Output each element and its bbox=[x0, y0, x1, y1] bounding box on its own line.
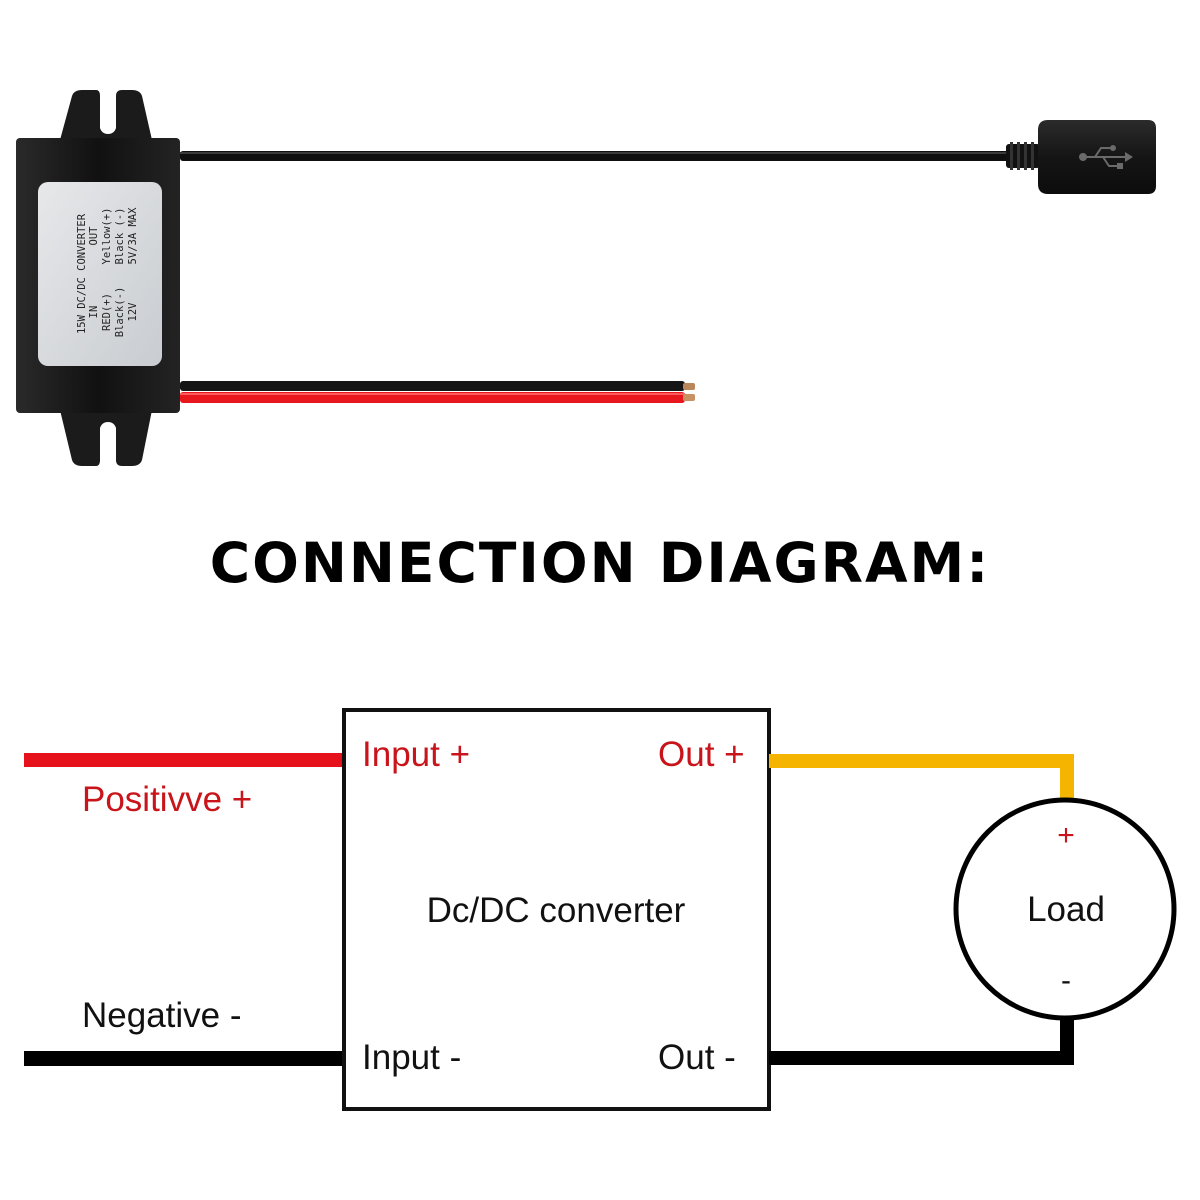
label-line-12v: 12V bbox=[127, 302, 139, 322]
input-cable-red-highlight bbox=[180, 393, 685, 395]
label-line-black-out: Black (-) bbox=[114, 208, 126, 265]
load-negative-label: - bbox=[1061, 964, 1071, 997]
converter-label: Dc/DC converter bbox=[427, 891, 686, 930]
output-positive-wire bbox=[769, 754, 1074, 800]
product-illustration: 15W DC/DC CONVERTER IN RED(+) Black(-) 1… bbox=[16, 90, 1156, 466]
cable-tip-black bbox=[683, 383, 695, 390]
label-line-out: OUT bbox=[88, 226, 100, 246]
connection-diagram-heading: CONNECTION DIAGRAM: bbox=[210, 531, 991, 595]
negative-input-wire bbox=[24, 1051, 346, 1066]
converter-box bbox=[342, 708, 771, 1111]
load-label: Load bbox=[1027, 890, 1105, 929]
label-plate bbox=[38, 182, 162, 366]
negative-wire-label: Negative - bbox=[82, 996, 242, 1035]
output-cable-highlight bbox=[180, 152, 1020, 154]
input-positive-label: Input + bbox=[362, 735, 470, 774]
load-circle bbox=[953, 797, 1177, 1021]
label-line-red: RED(+) bbox=[101, 293, 113, 331]
label-line-in: IN bbox=[88, 306, 100, 319]
cable-tip-red bbox=[683, 394, 695, 401]
input-negative-label: Input - bbox=[362, 1038, 461, 1077]
circuit-diagram: Input + Out + Input - Out - Dc/DC conver… bbox=[24, 708, 1177, 1111]
label-text-group: 15W DC/DC CONVERTER IN RED(+) Black(-) 1… bbox=[76, 207, 139, 337]
usb-port-icon bbox=[1079, 145, 1133, 169]
output-positive-label: Out + bbox=[658, 735, 745, 774]
usb-strain-relief bbox=[1006, 142, 1040, 170]
mounting-ear-bottom bbox=[60, 410, 152, 466]
label-line-yellow: Yellow(+) bbox=[101, 208, 113, 265]
output-negative-wire bbox=[769, 1018, 1074, 1065]
output-negative-label: Out - bbox=[658, 1038, 736, 1077]
label-line-black-in: Black(-) bbox=[114, 287, 126, 338]
label-line-title: 15W DC/DC CONVERTER bbox=[76, 213, 88, 334]
positive-input-wire bbox=[24, 753, 346, 767]
positive-wire-label: Positivve + bbox=[82, 780, 252, 819]
load-positive-label: + bbox=[1057, 819, 1075, 852]
input-cable-black bbox=[180, 381, 685, 391]
label-line-rating: 5V/3A MAX bbox=[127, 207, 139, 265]
mounting-ear-top bbox=[60, 90, 152, 140]
